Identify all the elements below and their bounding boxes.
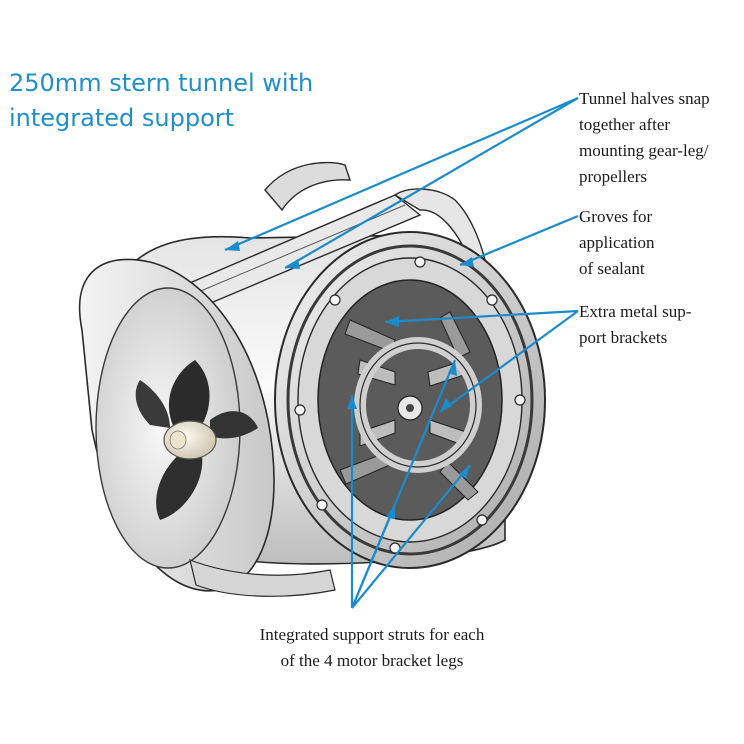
callout-tunnel-halves-line-3: mounting gear-leg/ — [579, 141, 709, 160]
callout-groves-line-3: of sealant — [579, 259, 645, 278]
sealant-groove — [286, 244, 534, 556]
propeller-blade-upper — [168, 360, 210, 430]
propeller-blade-left — [135, 380, 170, 428]
propeller-blade-right — [210, 411, 258, 439]
title-line-2: integrated support — [9, 104, 235, 132]
leader-lines — [224, 96, 579, 609]
leader-arrowheads — [225, 241, 474, 519]
callout-tunnel-halves-line-2: together after — [579, 115, 671, 134]
callout-brackets-line-1: Extra metal sup- — [579, 302, 692, 321]
callout-groves: Groves for application of sealant — [579, 204, 655, 282]
propeller-blade-lower — [156, 452, 203, 520]
callout-tunnel-halves-line-4: propellers — [579, 167, 647, 186]
propeller-hub — [163, 420, 217, 460]
callout-brackets: Extra metal sup- port brackets — [579, 299, 691, 351]
motor-flange — [274, 231, 546, 569]
diagram-title: 250mm stern tunnel with integrated suppo… — [9, 66, 313, 136]
callout-tunnel-halves: Tunnel halves snap together after mounti… — [579, 86, 710, 190]
callout-struts: Integrated support struts for each of th… — [0, 622, 744, 674]
callout-struts-line-1: Integrated support struts for each — [259, 625, 485, 644]
tunnel-upper-half — [264, 161, 486, 263]
callout-groves-line-1: Groves for — [579, 207, 653, 226]
flange-bolts — [294, 256, 526, 554]
callout-brackets-line-2: port brackets — [579, 328, 668, 347]
lower-lip — [189, 559, 336, 597]
callout-struts-line-2: of the 4 motor bracket legs — [280, 651, 464, 670]
propeller — [135, 360, 258, 520]
title-line-1: 250mm stern tunnel with — [9, 69, 314, 97]
callout-tunnel-halves-line-1: Tunnel halves snap — [579, 89, 710, 108]
callout-groves-line-2: application — [579, 233, 655, 252]
